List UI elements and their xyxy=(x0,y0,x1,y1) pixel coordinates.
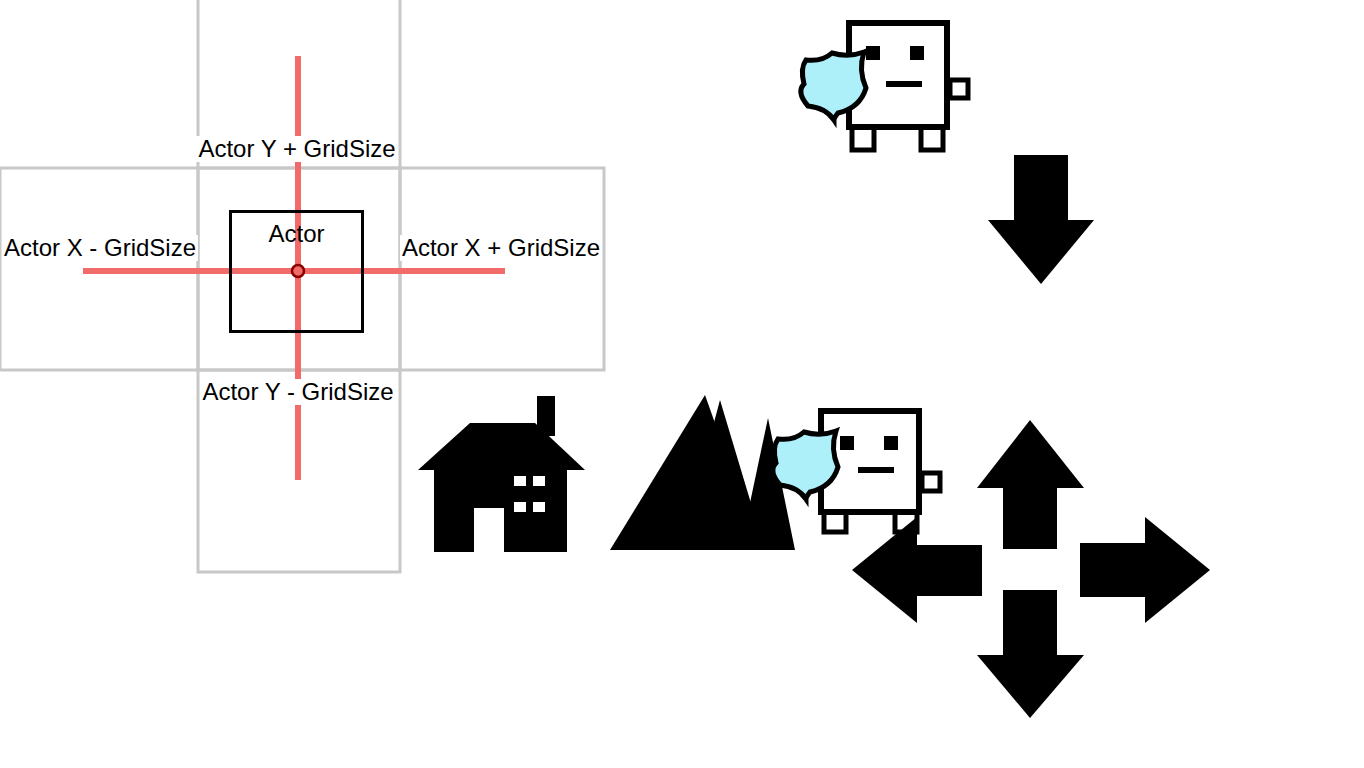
axis-lines xyxy=(83,56,505,480)
down-arrow xyxy=(988,155,1094,284)
robot-with-shield xyxy=(773,411,940,532)
offset-label: Actor X - GridSize xyxy=(2,235,198,261)
actor-box: Actor xyxy=(229,210,364,333)
origin-dot xyxy=(292,265,304,277)
offset-label: Actor Y - GridSize xyxy=(200,379,395,405)
node-label: Actor xyxy=(232,213,361,247)
offset-label: Actor X + GridSize xyxy=(400,235,602,261)
offset-label: Actor Y + GridSize xyxy=(196,136,397,162)
house-icon xyxy=(418,396,585,554)
mountain-icon xyxy=(610,395,795,550)
direction-arrows xyxy=(852,420,1210,718)
grid-cells xyxy=(0,0,604,572)
robot-with-shield xyxy=(801,23,968,150)
